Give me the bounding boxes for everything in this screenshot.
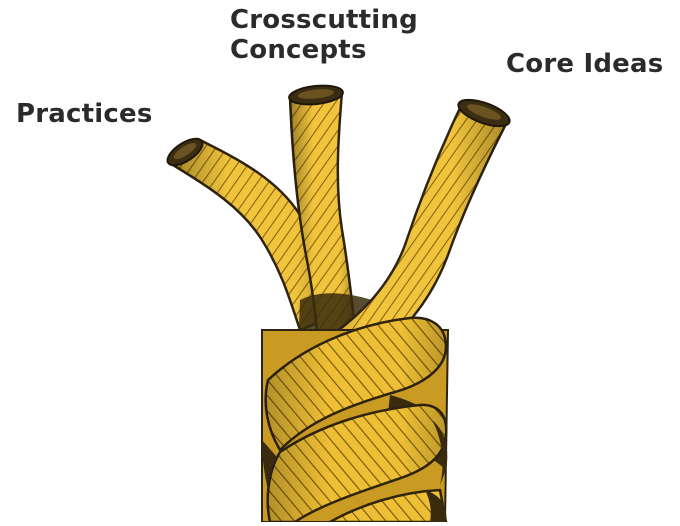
practices-label: Practices xyxy=(16,99,153,129)
braided-rope-body xyxy=(262,318,448,522)
crosscutting-label-line-1: Crosscutting xyxy=(230,5,418,35)
crosscutting-label-line-2: Concepts xyxy=(230,35,418,65)
crosscutting-concepts-label: Crosscutting Concepts xyxy=(230,5,418,65)
core-ideas-label: Core Ideas xyxy=(506,49,663,79)
